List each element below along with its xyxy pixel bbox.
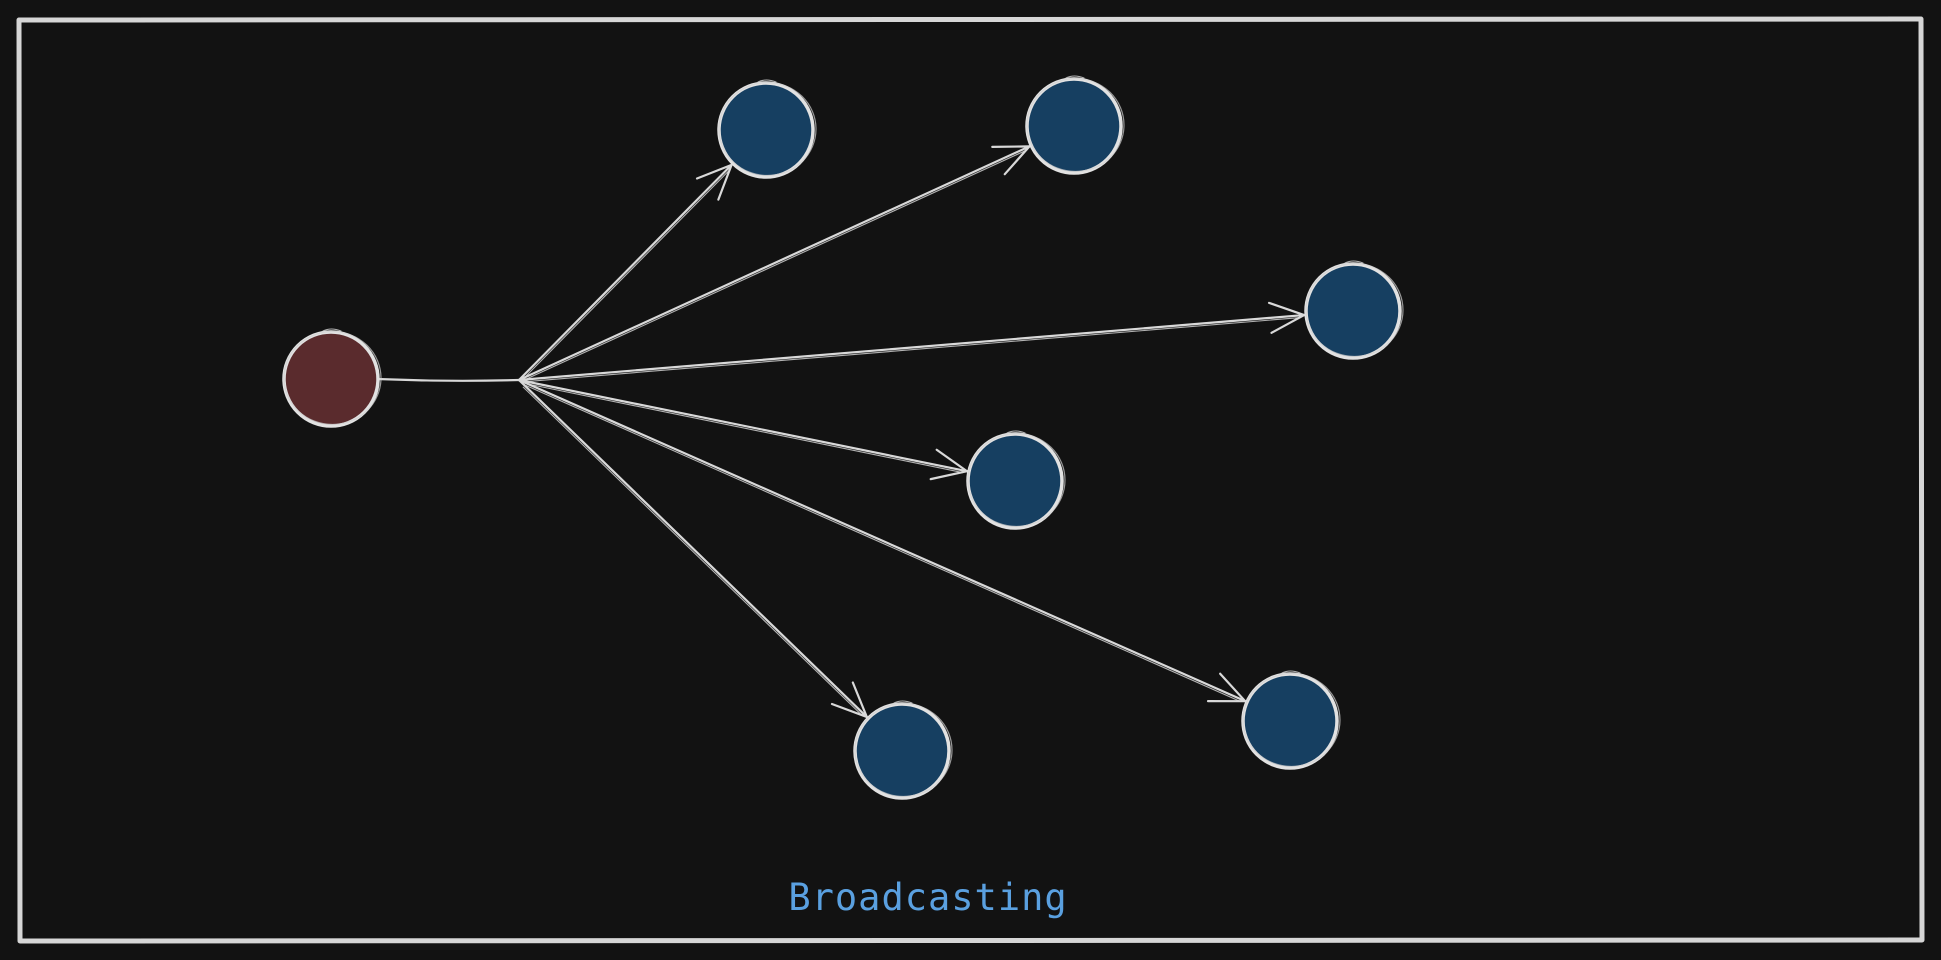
node-source <box>282 328 382 428</box>
node-t4 <box>966 430 1066 530</box>
node-t3 <box>1304 260 1404 360</box>
edge-arrow-t6 <box>517 378 1247 703</box>
diagram-frame <box>16 16 1925 944</box>
node-t6 <box>1241 670 1341 770</box>
edge-arrow-t4 <box>517 378 969 481</box>
edge-arrow-t1 <box>517 163 733 382</box>
edge-trunk <box>376 377 521 382</box>
nodes <box>282 75 1404 800</box>
edge-arrow-t5 <box>517 378 868 719</box>
node-t2 <box>1025 75 1125 175</box>
node-t5 <box>853 700 953 800</box>
edges <box>376 145 1306 719</box>
edge-arrow-t3 <box>517 301 1306 383</box>
diagram-caption: Broadcasting <box>788 876 1067 919</box>
node-t1 <box>717 79 817 179</box>
edge-arrow-t2 <box>517 145 1031 382</box>
